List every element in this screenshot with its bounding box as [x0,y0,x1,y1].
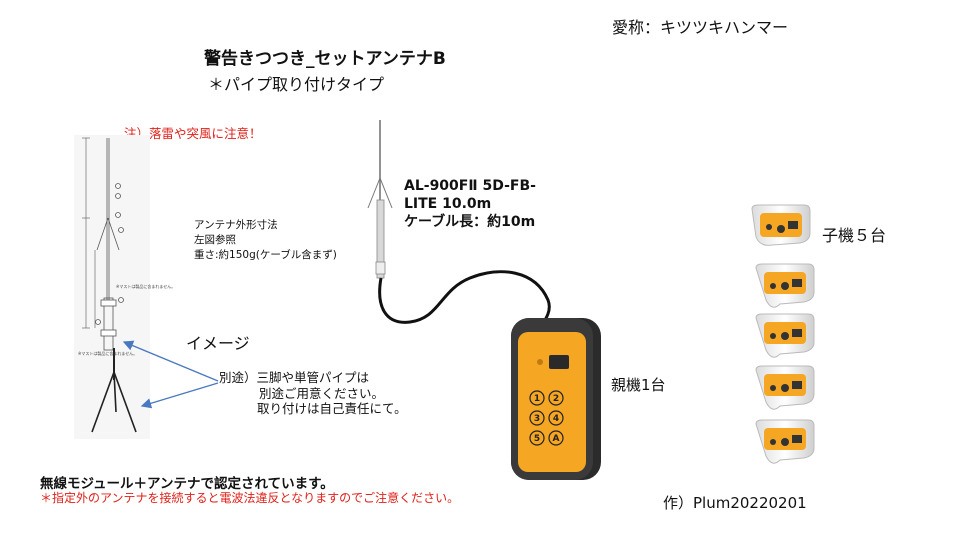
child-device [755,263,815,308]
coax-cable [378,270,551,328]
child-device [755,313,815,358]
lightning-warning: 注）落雷や突風に注意！ [124,126,262,141]
note-line-2: 別途ご用意ください。 [259,385,385,401]
remote-button-1: 1 [534,394,540,404]
child-device [751,204,811,246]
page-subtitle: ＊パイプ取り付けタイプ [208,75,385,94]
parent-device: 1 2 3 4 5 A [511,318,601,480]
parent-unit-label: 親機1台 [611,376,666,394]
mount-note: 別途）三脚や単管パイプは 別途ご用意ください。 取り付けは自己責任にて。 [219,370,407,417]
arrow-to-tripod [140,382,219,409]
remote-button-a: A [553,434,560,444]
note-line-3: 取り付けは自己責任にて。 [257,401,407,416]
antenna-photo [367,120,551,328]
remote-button-3: 3 [534,414,540,424]
image-label: イメージ [186,334,250,353]
certification-text: 無線モジュール＋アンテナで認定されています。 [40,476,334,492]
remote-button-4: 4 [553,414,559,424]
drawing-note-1: ※マストは製品に含まれません。 [116,283,175,289]
spec-line-weight: 重さ:約150g(ケーブル含まず) [194,249,337,261]
antenna-drawing [74,135,150,439]
cable-spec: AL-900FⅡ 5D-FB- LITE 10.0m ケーブル長：約10m [404,177,564,231]
cable-spec-line-3: ケーブル長：約10m [404,214,536,230]
note-line-1: 別途）三脚や単管パイプは [219,370,370,385]
nickname-label: 愛称：キツツキハンマー [612,18,789,37]
cable-spec-line-1: AL-900FⅡ 5D-FB- [404,178,536,194]
child-unit-label: 子機５台 [822,226,887,245]
page-title: 警告きつつき_セットアンテナB [204,49,446,69]
remote-button-5: 5 [534,434,540,444]
spec-line-ref: 左図参照 [194,234,236,246]
cable-spec-line-2: LITE 10.0m [404,196,492,212]
author-credit: 作）Plum20220201 [663,494,807,512]
spec-line-size: アンテナ外形寸法 [194,219,278,231]
remote-button-2: 2 [553,394,559,404]
antenna-spec: アンテナ外形寸法 左図参照 重さ:約150g(ケーブル含まず) [194,218,364,263]
arrow-to-mast [122,340,219,382]
brand-logo-icon [549,355,569,369]
child-device [755,365,815,410]
drawing-note-2: ※マストは製品に含まれません。 [78,350,137,356]
status-led-icon [537,359,543,365]
child-device [755,419,815,464]
certification-warning: ＊指定外のアンテナを接続すると電波法違反となりますのでご注意ください。 [40,491,460,505]
